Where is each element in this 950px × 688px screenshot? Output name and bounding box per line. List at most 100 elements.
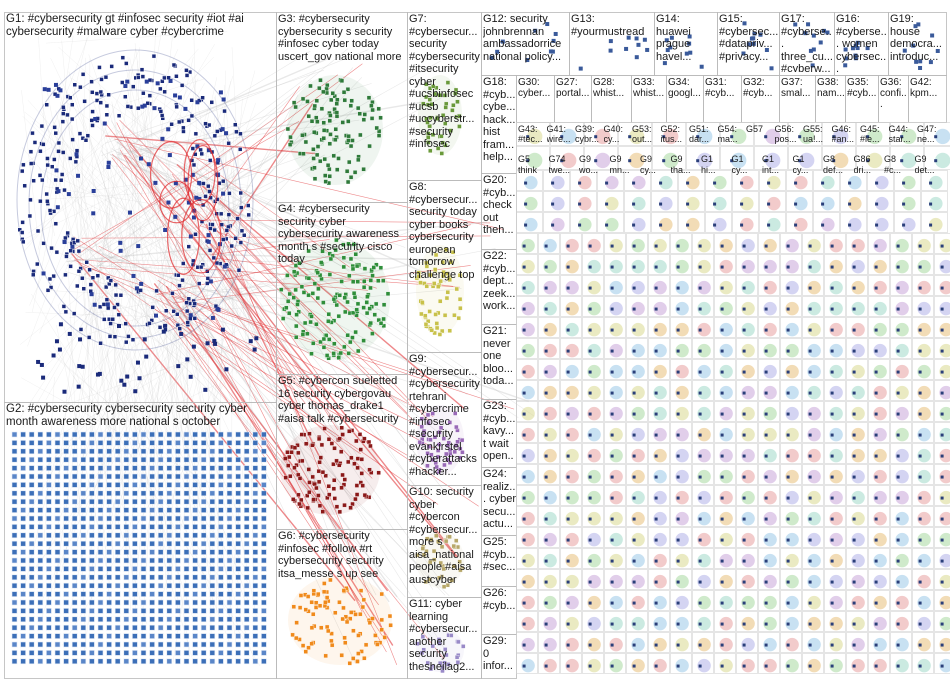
node bbox=[918, 66, 922, 70]
node bbox=[809, 497, 812, 500]
node bbox=[89, 550, 94, 555]
node bbox=[589, 581, 592, 584]
node bbox=[853, 665, 856, 668]
node bbox=[897, 308, 900, 311]
node bbox=[29, 533, 34, 538]
node bbox=[897, 350, 900, 353]
node bbox=[545, 602, 548, 605]
node bbox=[897, 497, 900, 500]
node bbox=[72, 508, 77, 513]
node bbox=[721, 434, 724, 437]
node bbox=[107, 659, 112, 664]
node bbox=[831, 581, 834, 584]
node bbox=[636, 43, 640, 47]
node bbox=[201, 449, 206, 454]
node bbox=[918, 59, 922, 63]
node bbox=[12, 650, 17, 655]
node bbox=[124, 466, 129, 471]
node bbox=[831, 455, 834, 458]
node bbox=[227, 213, 231, 217]
node bbox=[29, 432, 34, 437]
node bbox=[589, 308, 592, 311]
node bbox=[809, 392, 812, 395]
node bbox=[655, 245, 658, 248]
node bbox=[210, 516, 215, 521]
node bbox=[55, 491, 60, 496]
node bbox=[167, 625, 172, 630]
node bbox=[233, 123, 237, 127]
small-group-node bbox=[629, 153, 644, 168]
node bbox=[98, 608, 103, 613]
node bbox=[55, 516, 60, 521]
node bbox=[227, 482, 232, 487]
node bbox=[124, 608, 129, 613]
node bbox=[150, 432, 155, 437]
node bbox=[787, 371, 790, 374]
node bbox=[193, 550, 198, 555]
node bbox=[239, 206, 243, 210]
node bbox=[74, 160, 78, 164]
node bbox=[98, 432, 103, 437]
node bbox=[81, 432, 86, 437]
node bbox=[69, 264, 73, 268]
node bbox=[227, 650, 232, 655]
node bbox=[787, 392, 790, 395]
node bbox=[633, 434, 636, 437]
node bbox=[218, 650, 223, 655]
node bbox=[261, 550, 266, 555]
node bbox=[81, 617, 86, 622]
node bbox=[29, 558, 34, 563]
node bbox=[46, 440, 51, 445]
node bbox=[589, 560, 592, 563]
node bbox=[253, 634, 258, 639]
node bbox=[224, 367, 228, 371]
node bbox=[721, 266, 724, 269]
node bbox=[29, 642, 34, 647]
node bbox=[227, 600, 232, 605]
node bbox=[21, 650, 26, 655]
node bbox=[201, 659, 206, 664]
node bbox=[227, 625, 232, 630]
node bbox=[164, 309, 168, 313]
node bbox=[227, 541, 232, 546]
node bbox=[29, 162, 33, 166]
node bbox=[765, 623, 768, 626]
node bbox=[21, 491, 26, 496]
node bbox=[227, 659, 232, 664]
node bbox=[740, 203, 743, 206]
node bbox=[244, 482, 249, 487]
node bbox=[96, 274, 100, 278]
node bbox=[236, 558, 241, 563]
node bbox=[38, 516, 43, 521]
node bbox=[64, 474, 69, 479]
node bbox=[210, 223, 214, 227]
node bbox=[234, 236, 238, 240]
small-group-node bbox=[561, 129, 576, 144]
node bbox=[167, 608, 172, 613]
node bbox=[89, 283, 93, 287]
node bbox=[221, 238, 225, 242]
node bbox=[99, 341, 103, 345]
node bbox=[46, 541, 51, 546]
node bbox=[655, 329, 658, 332]
node bbox=[261, 600, 266, 605]
node bbox=[115, 457, 120, 462]
node bbox=[787, 413, 790, 416]
node bbox=[787, 539, 790, 542]
node bbox=[176, 364, 180, 368]
node bbox=[261, 575, 266, 580]
node bbox=[184, 440, 189, 445]
node bbox=[831, 623, 834, 626]
small-group-node bbox=[799, 129, 814, 144]
node bbox=[205, 281, 209, 285]
node bbox=[677, 245, 680, 248]
node bbox=[659, 182, 662, 185]
node bbox=[199, 265, 203, 269]
node bbox=[490, 56, 494, 60]
node bbox=[109, 322, 113, 326]
node bbox=[98, 617, 103, 622]
node bbox=[261, 625, 266, 630]
node bbox=[38, 482, 43, 487]
node bbox=[158, 508, 163, 513]
node bbox=[721, 602, 724, 605]
